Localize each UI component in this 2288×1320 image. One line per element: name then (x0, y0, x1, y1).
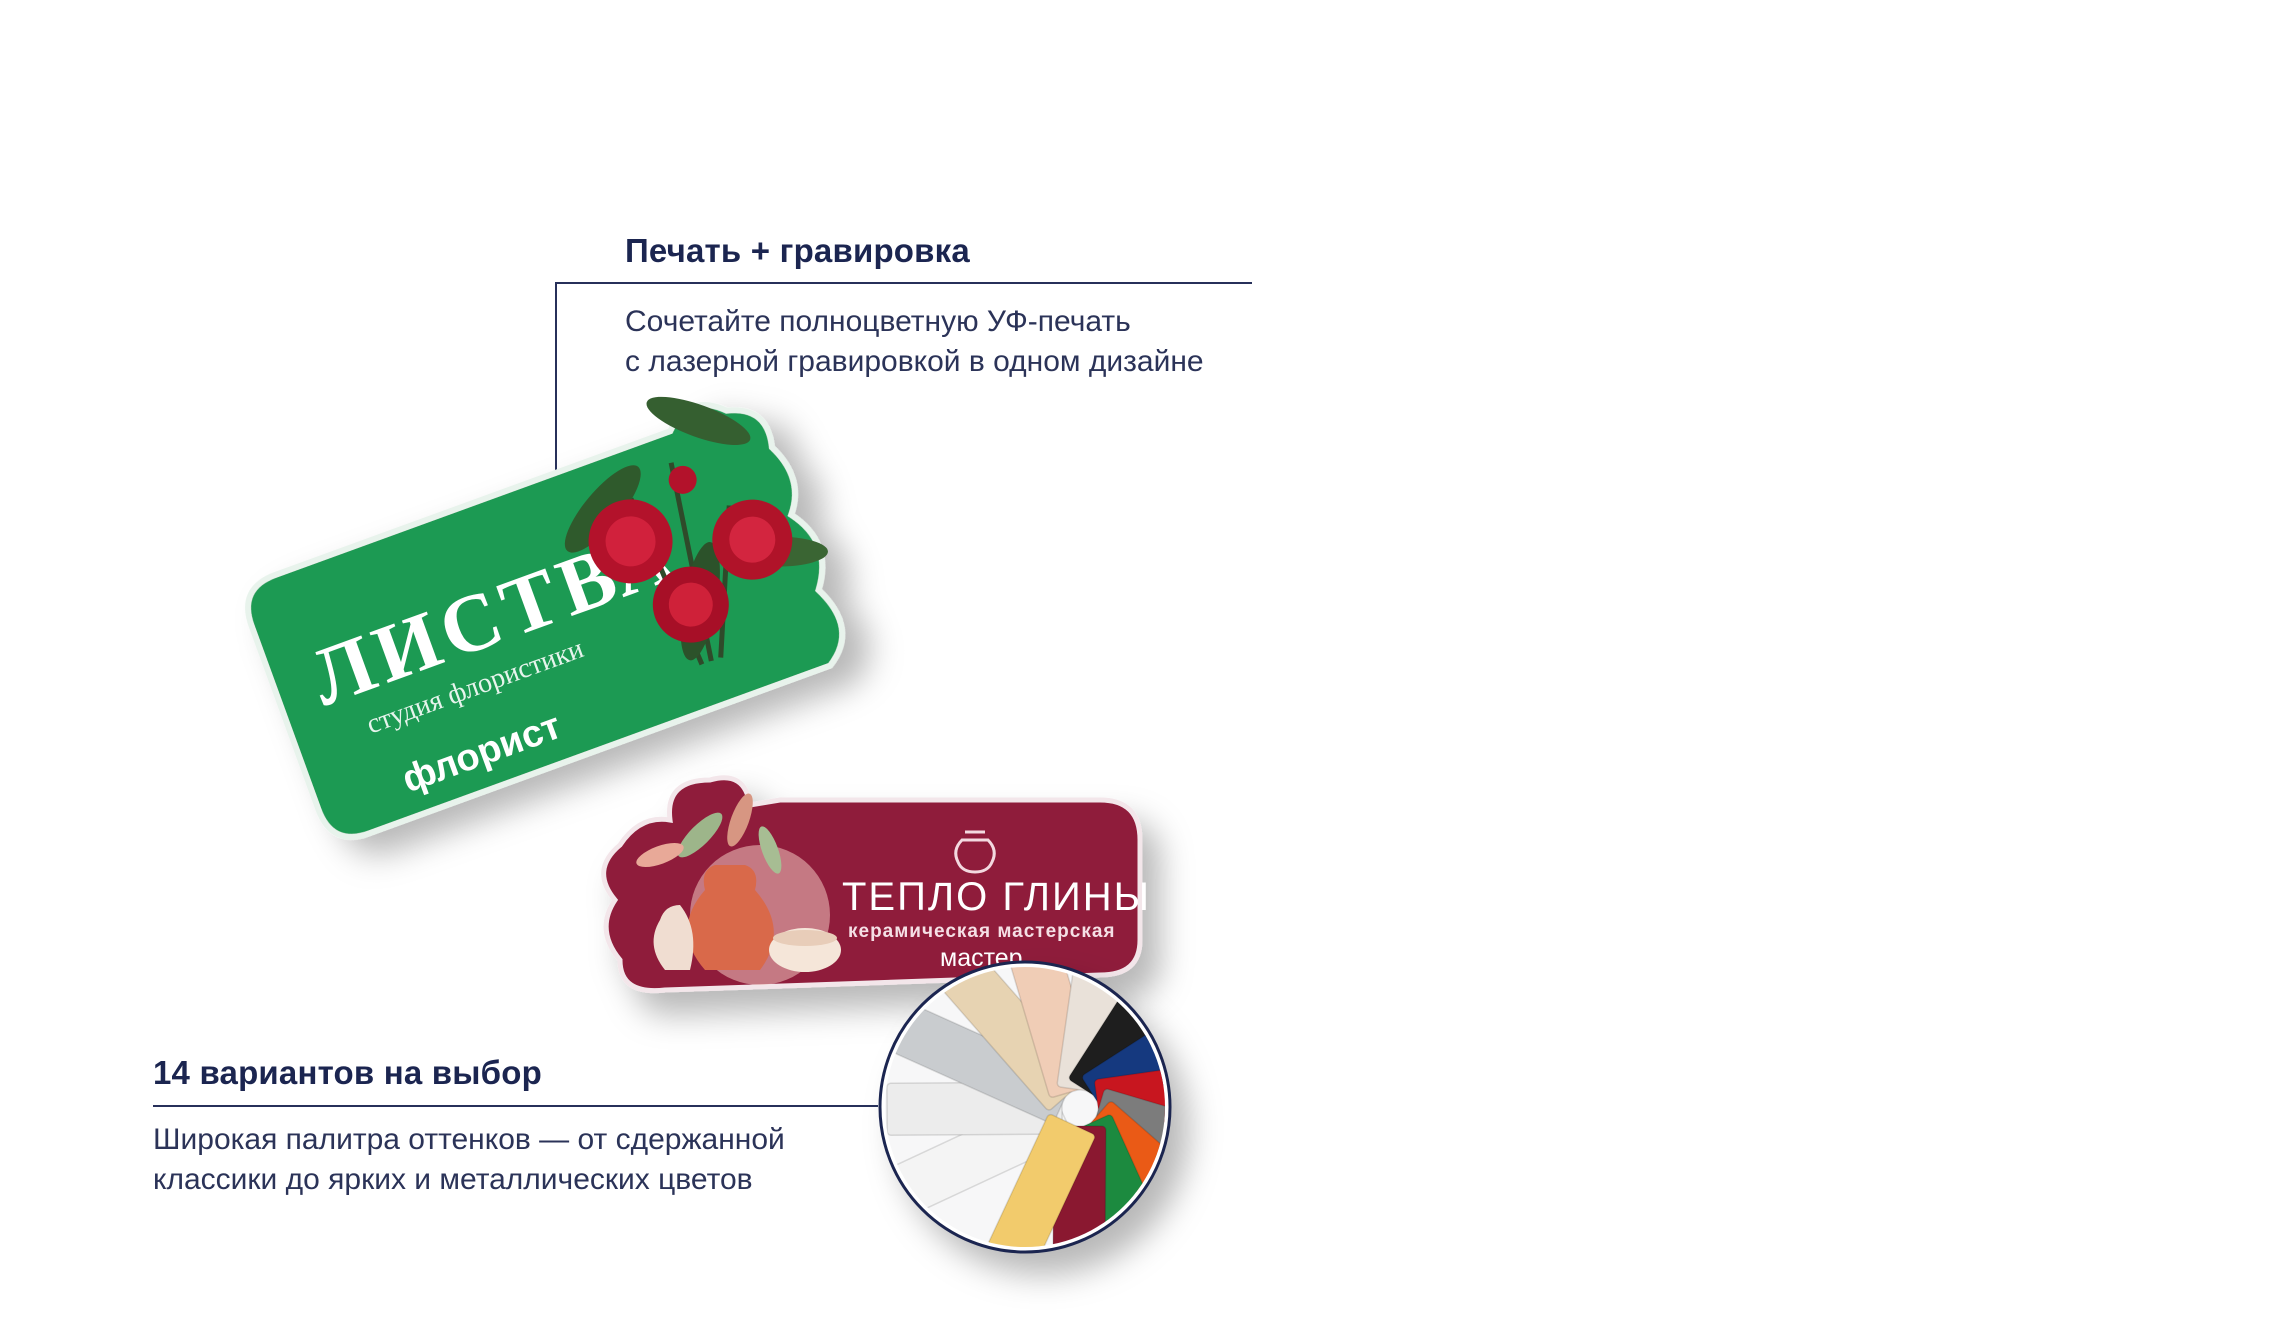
leaf-branch-icon (636, 793, 782, 874)
color-swatch-strip (1090, 1088, 1165, 1188)
vase-logo-icon (954, 830, 996, 874)
feature-description: Сочетайте полноцветную УФ-печать с лазер… (625, 302, 1204, 382)
clay-vase-icon (653, 865, 841, 972)
feature-title: 14 вариантов на выбор (153, 1054, 542, 1091)
feature-description: Широкая палитра оттенков — от сдержанной… (153, 1120, 785, 1200)
color-swatch-strip (975, 1113, 1096, 1247)
peony-flowers-icon (564, 396, 828, 666)
badge-ceramic-brand: ТЕПЛО ГЛИНЫ (842, 875, 1151, 919)
feature-description-line: Широкая палитра оттенков — от сдержанной (153, 1123, 785, 1156)
pointer-line (555, 282, 557, 492)
divider-line (153, 1105, 878, 1107)
color-swatch (975, 1113, 1096, 1247)
divider-line (555, 282, 1252, 284)
feature-title: Печать + гравировка (625, 232, 970, 269)
feature-print-engraving: Печать + гравировка Сочетайте полноцветн… (625, 232, 1204, 382)
color-swatch (1090, 1088, 1165, 1188)
badge-ceramic-subtitle: керамическая мастерская (848, 921, 1116, 942)
feature-color-variants: 14 вариантов на выбор Широкая палитра от… (153, 1054, 785, 1200)
feature-description-line: с лазерной гравировкой в одном дизайне (625, 345, 1204, 378)
badge-ceramic: ТЕПЛО ГЛИНЫ керамическая мастерская маст… (601, 775, 1151, 994)
color-swatch-fan (878, 960, 1172, 1254)
feature-description-line: классики до ярких и металлических цветов (153, 1163, 753, 1196)
badge-florist: ЛИСТВА студия флористики флорист (245, 396, 846, 840)
feature-description-line: Сочетайте полноцветную УФ-печать (625, 305, 1131, 338)
